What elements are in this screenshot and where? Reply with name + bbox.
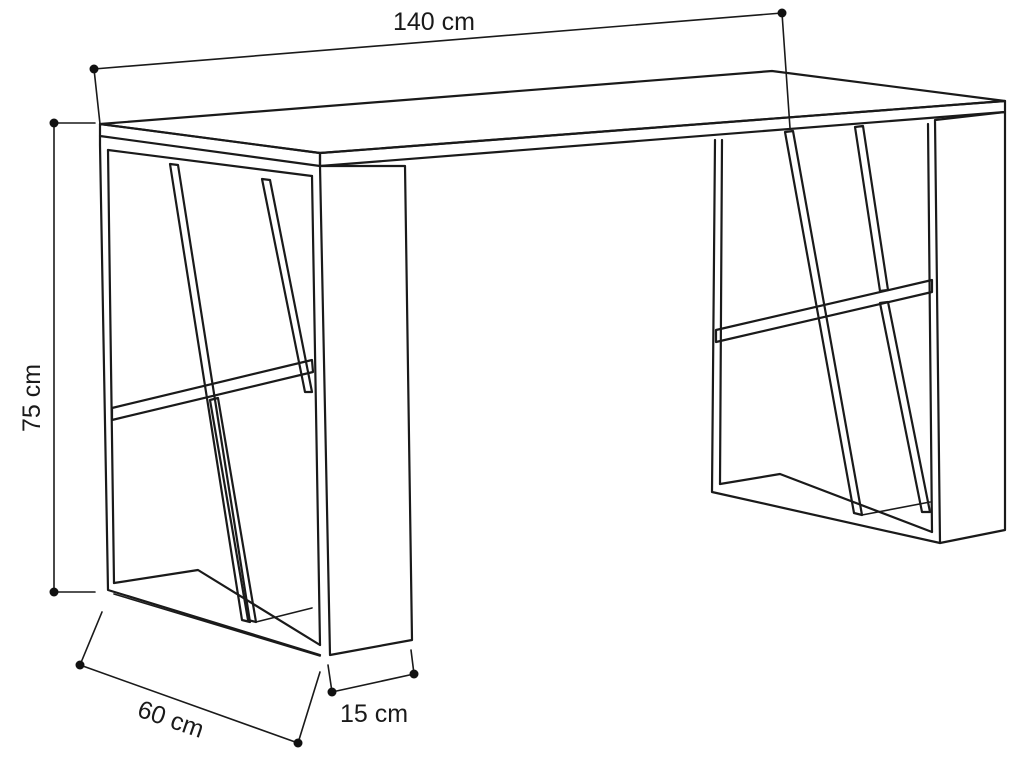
depth-extension-right: [297, 671, 321, 744]
width-endpoint-left: [89, 64, 99, 74]
right-leg-bottom-front: [861, 501, 931, 516]
left-leg-inner-top: [106, 148, 314, 178]
dimension-width: 140 cm: [89, 8, 791, 129]
right-leg-bottom-shelf: [718, 472, 934, 534]
right-leg-middle-shelf: [714, 278, 934, 344]
left-leg-frame: [98, 134, 322, 657]
depth-dimension-line: [79, 664, 299, 744]
desk-top-front-edge: [318, 99, 1007, 168]
height-endpoint-top: [49, 118, 59, 128]
height-label: 75 cm: [18, 364, 46, 432]
dimension-depth: 60 cm: [75, 611, 321, 748]
right-leg-divider-3: [878, 300, 932, 514]
right-leg-inner-back: [718, 138, 724, 486]
desk-top: [98, 69, 1007, 168]
depth-label: 60 cm: [134, 695, 207, 744]
left-leg-divider-2: [260, 177, 314, 394]
panel-label: 15 cm: [340, 700, 408, 728]
panel-endpoint-left: [327, 687, 337, 697]
dimension-panel: 15 cm: [327, 649, 419, 728]
panel-endpoint-right: [409, 669, 419, 679]
width-dimension-line: [93, 12, 783, 70]
left-leg-side-panel: [318, 164, 414, 657]
height-endpoint-bottom: [49, 587, 59, 597]
left-leg-inner-front: [310, 174, 322, 647]
left-leg-inner-back: [106, 148, 116, 585]
depth-endpoint-right: [293, 738, 303, 748]
width-endpoint-right: [777, 8, 787, 18]
left-leg-bottom-front: [255, 607, 313, 623]
desk-top-left-edge: [98, 122, 322, 168]
right-shelf-leg: [710, 110, 1007, 545]
right-leg-inner-front: [926, 122, 934, 534]
dimension-height: 75 cm: [18, 118, 96, 597]
left-leg-bottom-shelf: [112, 568, 322, 647]
width-label: 140 cm: [393, 8, 475, 36]
width-extension-right: [781, 12, 791, 129]
depth-extension-left: [79, 611, 103, 666]
left-leg-middle-shelf: [110, 358, 315, 422]
left-leg-divider-1: [168, 162, 252, 624]
panel-dimension-line: [331, 673, 415, 693]
depth-endpoint-left: [75, 660, 85, 670]
right-leg-divider-2: [853, 124, 890, 293]
right-leg-side-panel: [933, 110, 1007, 545]
left-leg-bottom-line: [113, 593, 321, 657]
left-shelf-leg: [98, 134, 414, 657]
right-leg-frame: [710, 138, 942, 545]
panel-extension-left: [327, 664, 333, 693]
width-extension-left: [93, 68, 101, 125]
